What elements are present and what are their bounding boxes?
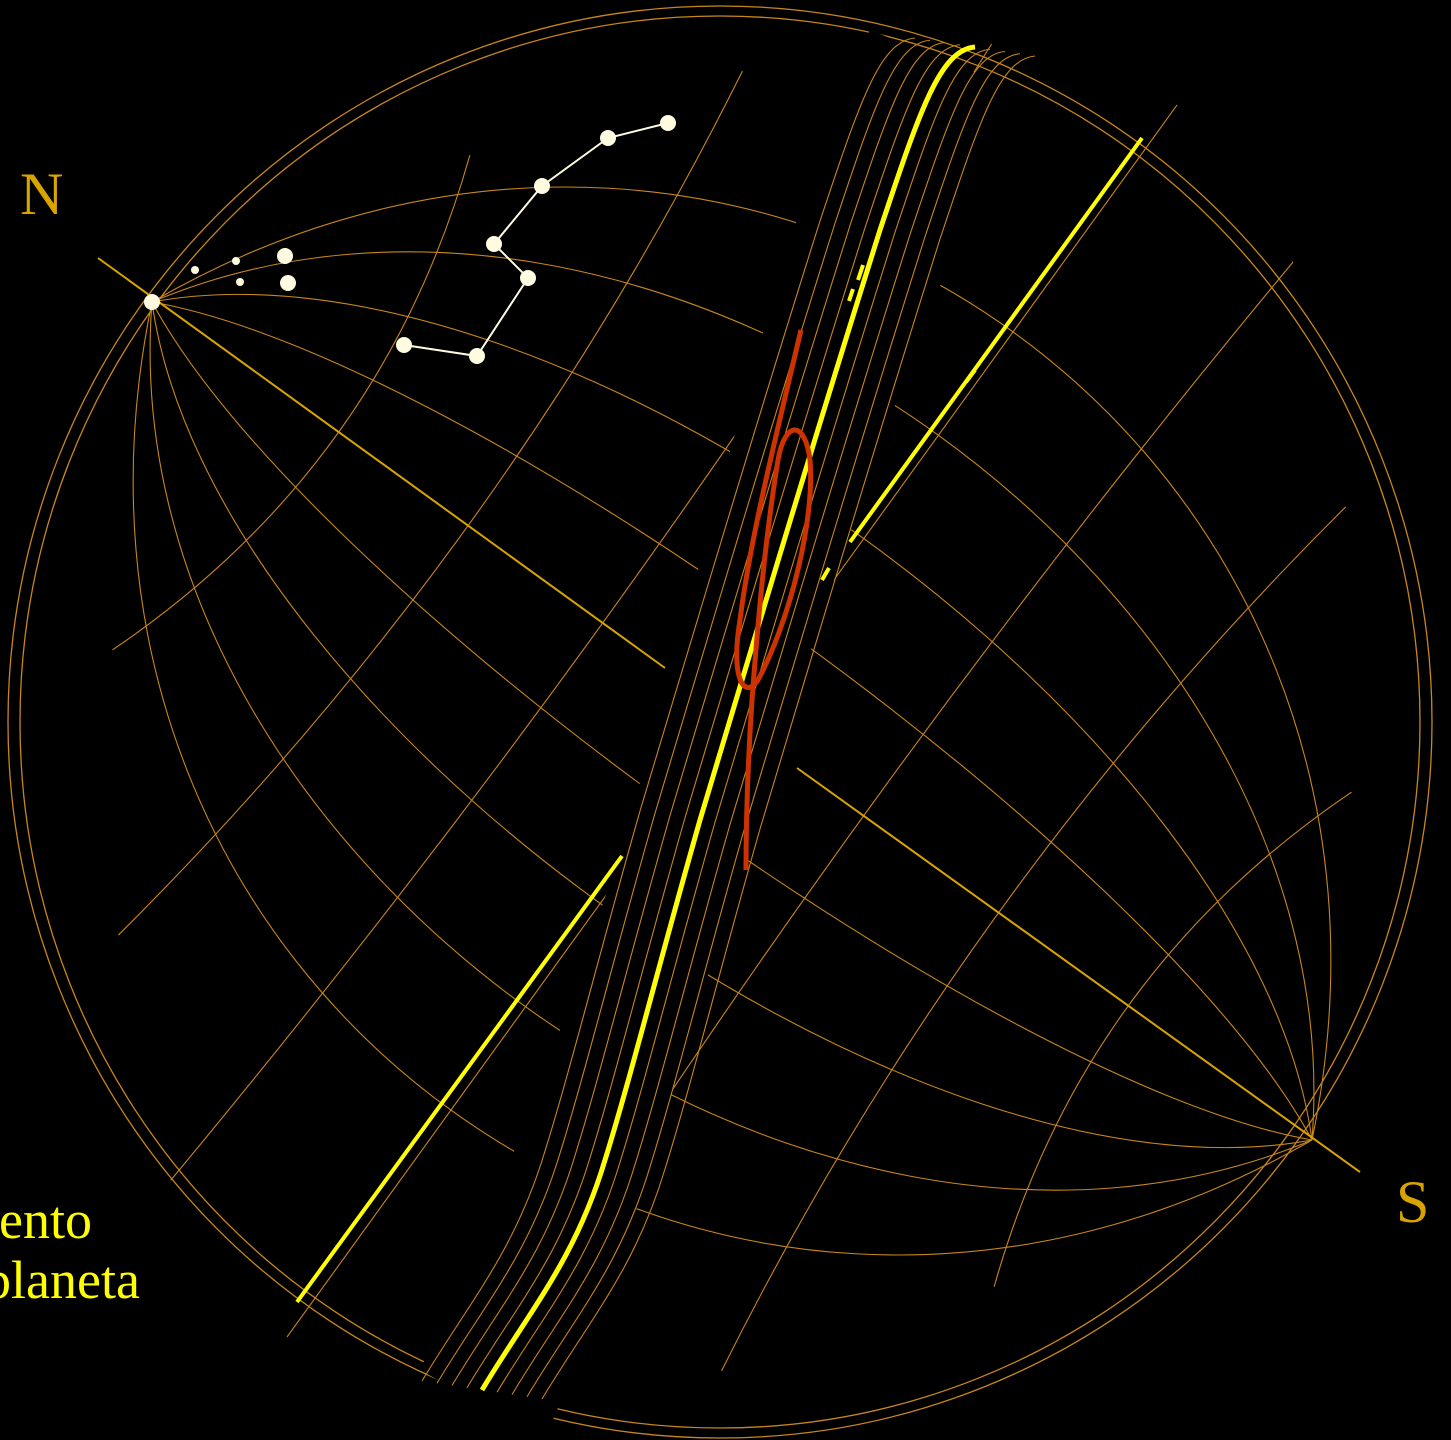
axis-north-segment <box>97 257 666 669</box>
parallel-line <box>117 70 743 936</box>
big-dipper-constellation <box>396 115 676 364</box>
north-pole-label: N <box>20 161 64 227</box>
axis-south-segment <box>796 767 1361 1173</box>
celestial-axis <box>97 257 1361 1173</box>
constellation-star <box>396 337 412 353</box>
zodiac-band-line <box>436 39 931 1384</box>
zodiac-band-line <box>451 41 946 1386</box>
ecliptic-dash-2 <box>847 288 855 302</box>
constellation-star <box>486 236 502 252</box>
sphere-outline <box>7 5 1433 1439</box>
small-star <box>236 278 244 286</box>
constellation-star <box>660 115 676 131</box>
sphere-limb-inner <box>19 15 1421 1429</box>
zodiac-band-line <box>541 55 1036 1400</box>
constellation-star <box>520 270 536 286</box>
equator-dash-2 <box>964 368 977 384</box>
planet-retrograde-path <box>734 329 814 871</box>
celestial-equator <box>295 136 1144 1304</box>
south-pole-label: S <box>1396 1169 1430 1235</box>
caption-line-2: planeta <box>0 1250 140 1310</box>
bright-star <box>277 248 293 264</box>
caption-line-1: iento <box>0 1190 92 1250</box>
sphere-limb <box>7 5 1433 1439</box>
parallel-line <box>112 155 471 651</box>
equator-dash-1 <box>820 566 831 582</box>
zodiac-band-lines <box>421 37 1036 1400</box>
constellation-star <box>600 130 616 146</box>
parallel-line <box>993 791 1352 1287</box>
constellation-star <box>469 348 485 364</box>
zodiac-band-line <box>511 50 1006 1395</box>
zodiac-band-line <box>466 44 961 1389</box>
ecliptic-line <box>479 44 976 1392</box>
ecliptic-dash-1 <box>856 264 865 281</box>
bright-star <box>280 275 296 291</box>
caption: iento planeta <box>0 1190 140 1310</box>
equator-lower-segment <box>295 854 624 1304</box>
polar-stars <box>144 248 296 310</box>
zodiac-band-line <box>421 37 916 1382</box>
equator-upper-segment <box>848 136 1144 544</box>
north-pole-star <box>144 294 160 310</box>
zodiac-band-line <box>496 48 991 1393</box>
small-star <box>191 266 199 274</box>
constellation-lines <box>403 122 669 358</box>
small-star <box>232 257 240 265</box>
zodiac-band-line <box>526 53 1021 1398</box>
constellation-star <box>534 178 550 194</box>
